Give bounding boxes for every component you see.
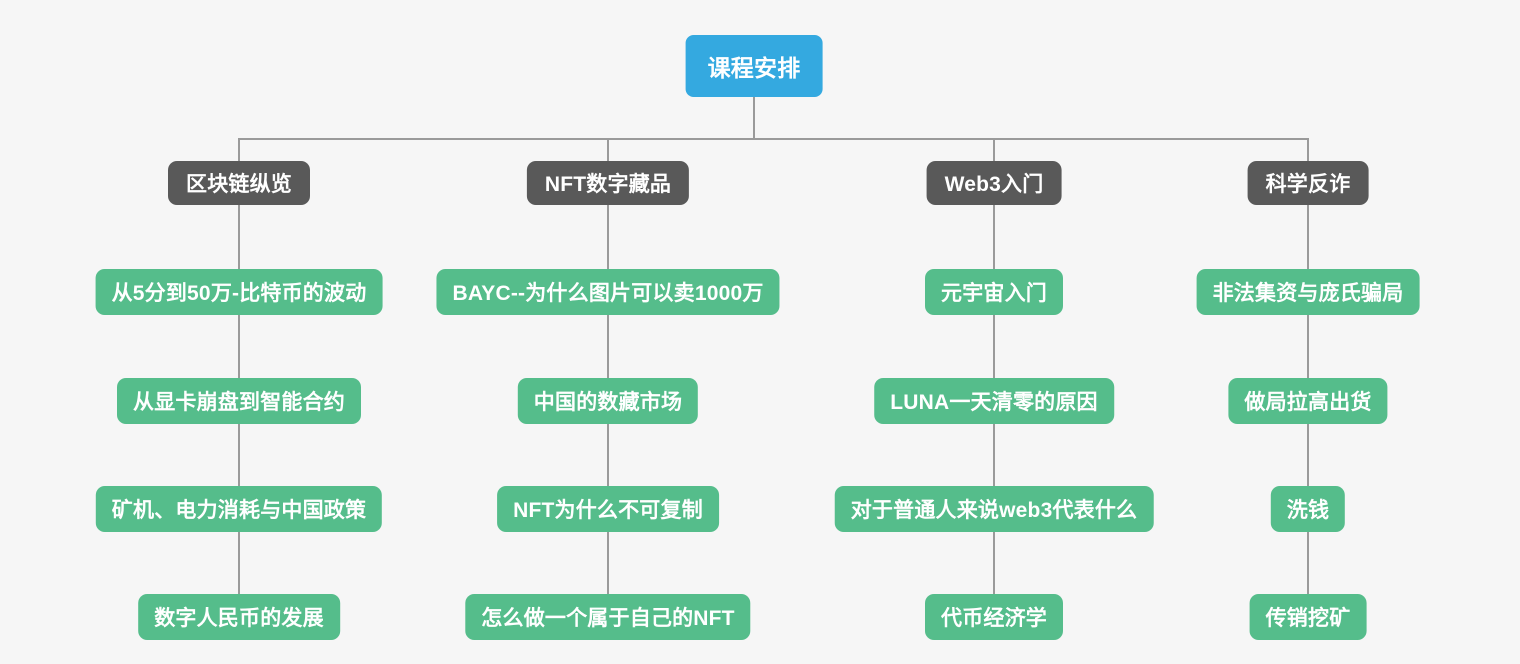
leaf-node-c4-2[interactable]: 做局拉高出货 [1228, 378, 1388, 424]
leaf-node-c3-1[interactable]: 元宇宙入门 [925, 269, 1063, 315]
leaf-node-c1-3[interactable]: 矿机、电力消耗与中国政策 [95, 486, 383, 532]
connector-bus-to-branch-4 [1307, 138, 1309, 162]
connector-bus-to-branch-2 [607, 138, 609, 162]
connector-c4-branch-leaf1 [1307, 205, 1309, 269]
connector-c2-leaf2-leaf3 [607, 424, 609, 486]
connector-c4-leaf2-leaf3 [1307, 424, 1309, 486]
leaf-node-c2-1[interactable]: BAYC--为什么图片可以卖1000万 [436, 269, 780, 315]
leaf-node-c4-1[interactable]: 非法集资与庞氏骗局 [1196, 269, 1420, 315]
branch-node-blockchain-overview[interactable]: 区块链纵览 [168, 161, 310, 205]
leaf-node-c4-4[interactable]: 传销挖矿 [1249, 594, 1367, 640]
root-node-course-schedule[interactable]: 课程安排 [685, 35, 823, 97]
leaf-node-c2-4[interactable]: 怎么做一个属于自己的NFT [465, 594, 751, 640]
leaf-node-c2-3[interactable]: NFT为什么不可复制 [497, 486, 719, 532]
connector-branch-bus [238, 138, 1309, 140]
leaf-node-c3-4[interactable]: 代币经济学 [925, 594, 1063, 640]
leaf-node-c4-3[interactable]: 洗钱 [1270, 486, 1346, 532]
connector-c3-leaf1-leaf2 [993, 315, 995, 378]
connector-c4-leaf3-leaf4 [1307, 532, 1309, 594]
leaf-node-c2-2[interactable]: 中国的数藏市场 [517, 378, 699, 424]
connector-c1-branch-leaf1 [238, 205, 240, 269]
connector-c1-leaf3-leaf4 [238, 532, 240, 594]
branch-node-web3-intro[interactable]: Web3入门 [926, 161, 1062, 205]
connector-c1-leaf1-leaf2 [238, 315, 240, 378]
connector-bus-to-branch-1 [238, 138, 240, 162]
connector-c3-branch-leaf1 [993, 205, 995, 269]
leaf-node-c1-2[interactable]: 从显卡崩盘到智能合约 [117, 378, 361, 424]
connector-c3-leaf3-leaf4 [993, 532, 995, 594]
leaf-node-c3-2[interactable]: LUNA一天清零的原因 [874, 378, 1114, 424]
connector-c1-leaf2-leaf3 [238, 424, 240, 486]
connector-c4-leaf1-leaf2 [1307, 315, 1309, 378]
leaf-node-c3-3[interactable]: 对于普通人来说web3代表什么 [834, 486, 1154, 532]
connector-c2-leaf1-leaf2 [607, 315, 609, 378]
connector-bus-to-branch-3 [993, 138, 995, 162]
leaf-node-c1-1[interactable]: 从5分到50万-比特币的波动 [95, 269, 383, 315]
connector-root-stem [753, 97, 755, 139]
branch-node-nft-collectibles[interactable]: NFT数字藏品 [526, 161, 690, 205]
connector-c2-leaf3-leaf4 [607, 532, 609, 594]
branch-node-anti-fraud[interactable]: 科学反诈 [1247, 161, 1369, 205]
connector-c3-leaf2-leaf3 [993, 424, 995, 486]
connector-c2-branch-leaf1 [607, 205, 609, 269]
leaf-node-c1-4[interactable]: 数字人民币的发展 [138, 594, 340, 640]
